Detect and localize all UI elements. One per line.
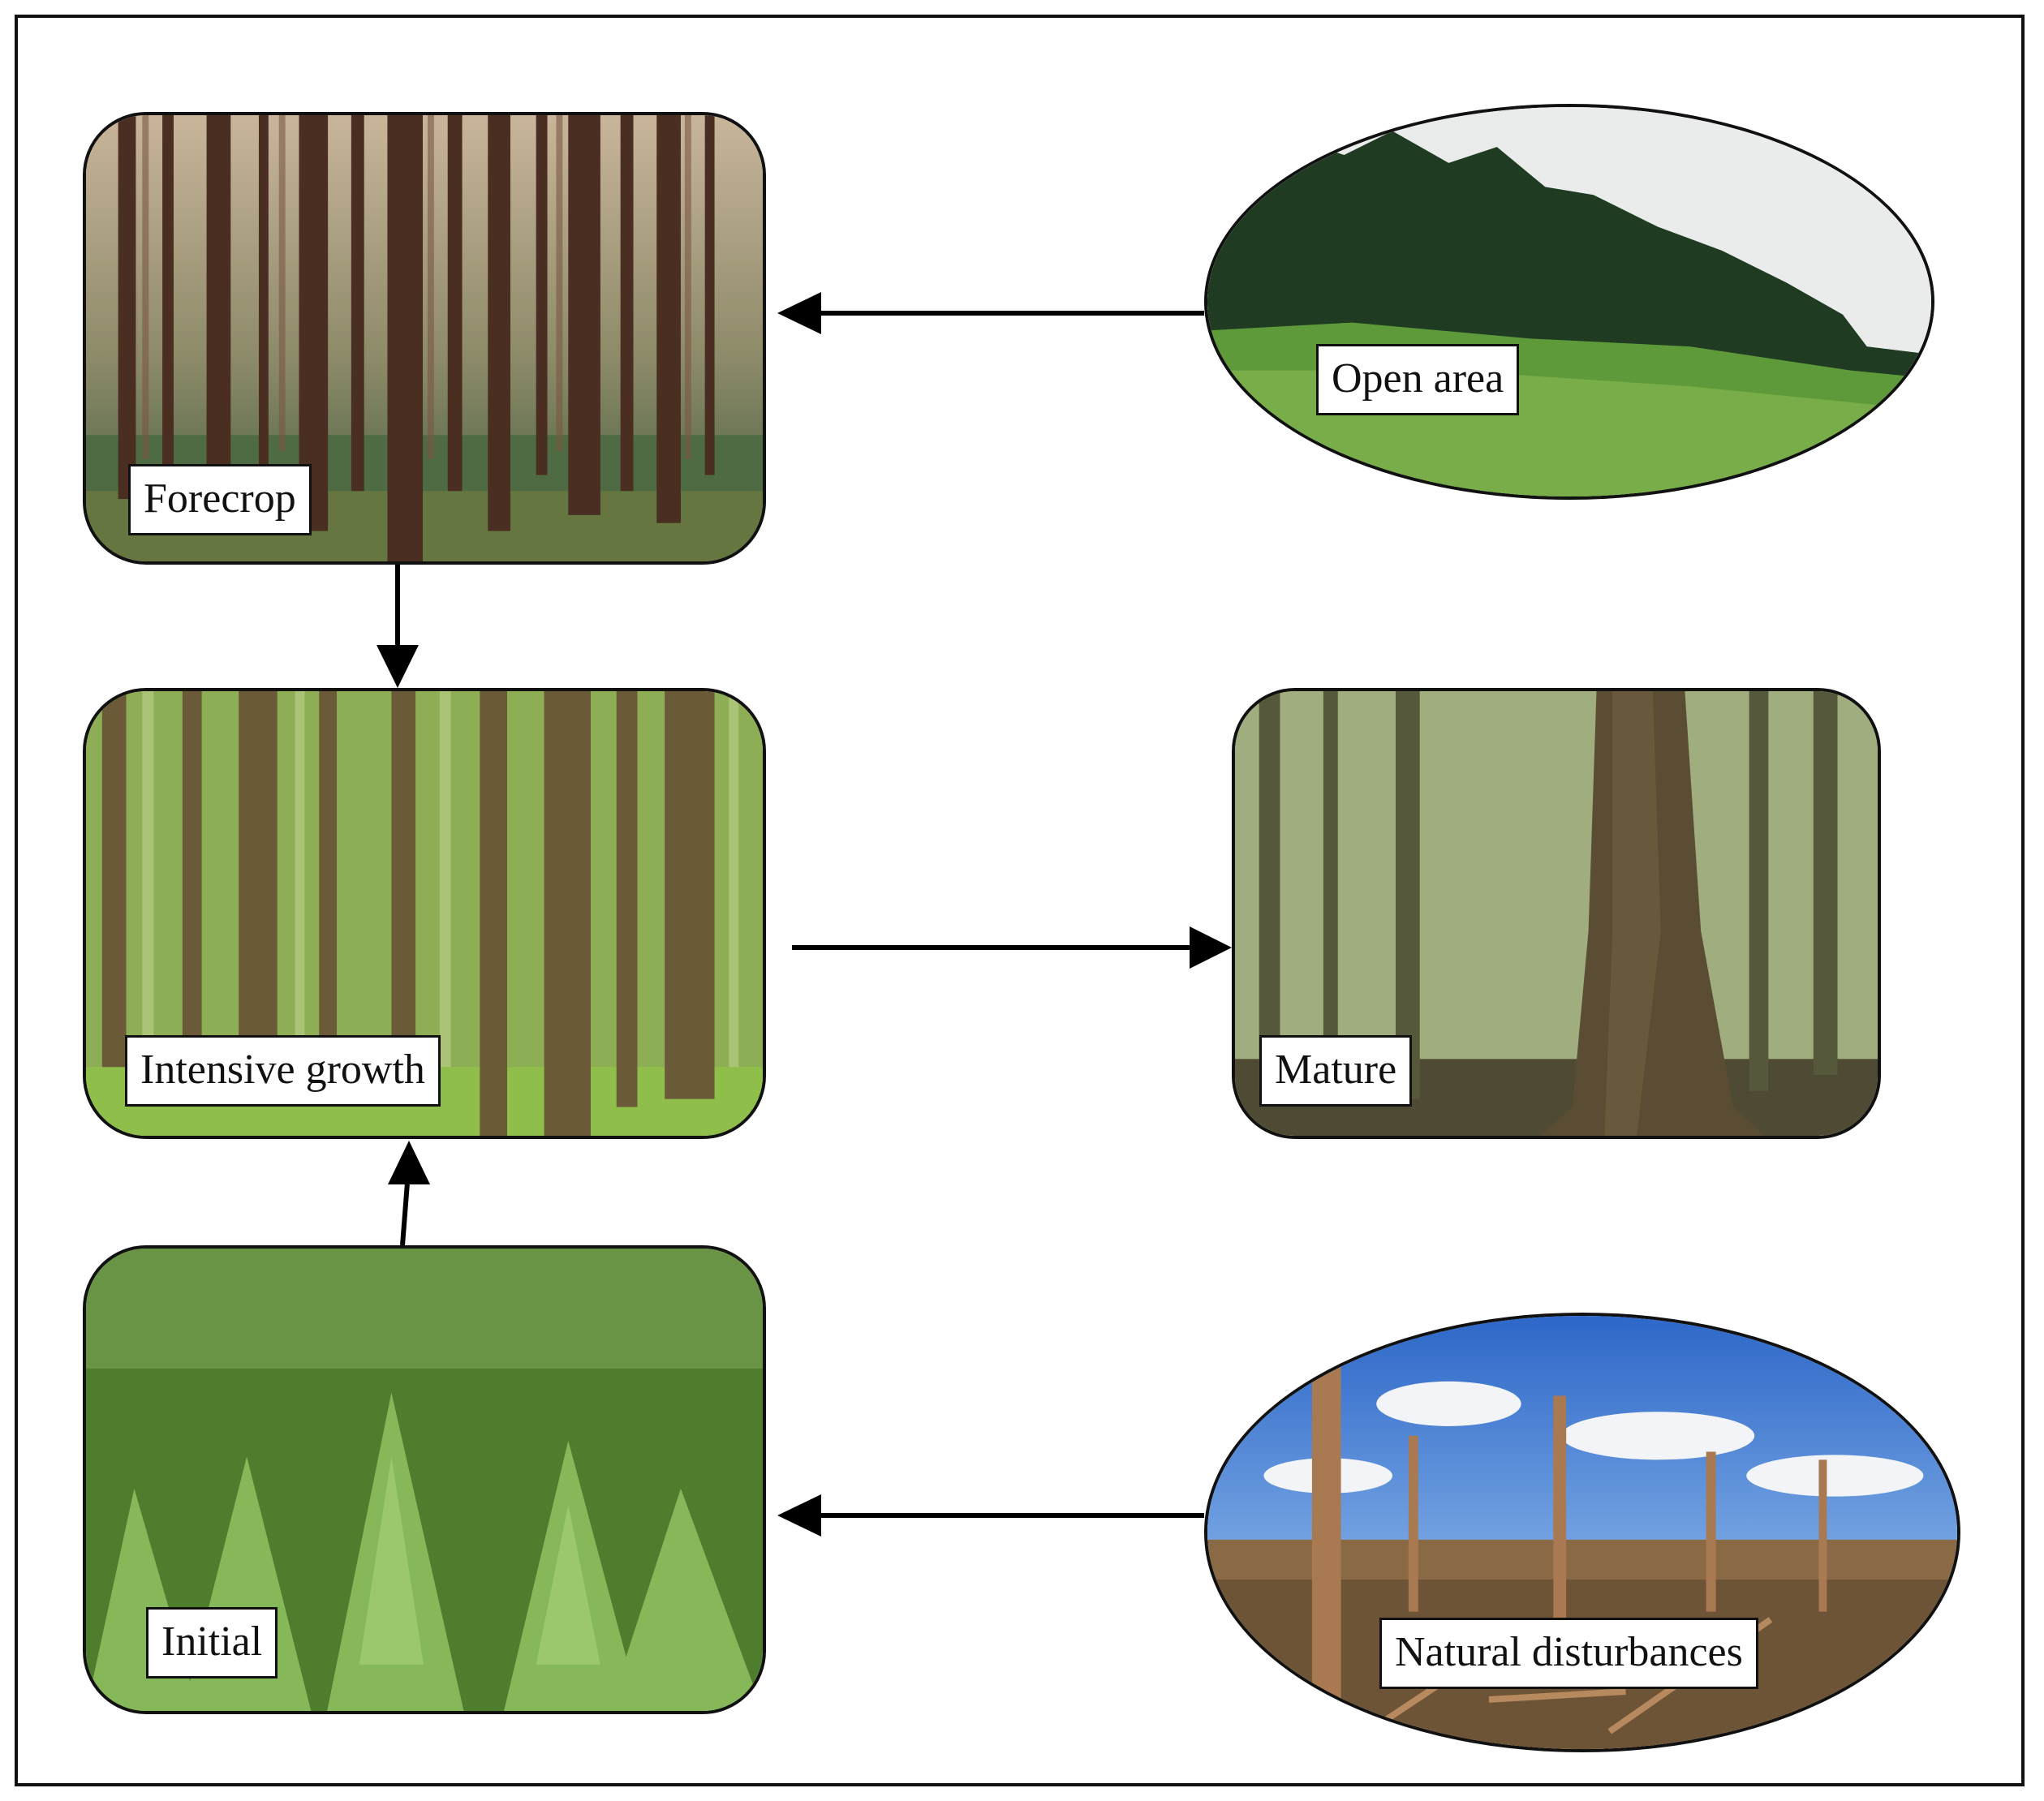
initial-label: Initial bbox=[146, 1607, 278, 1678]
node-open-area: Open area bbox=[1204, 104, 1934, 500]
node-forecrop: Forecrop bbox=[83, 112, 766, 565]
node-intensive-growth: Intensive growth bbox=[83, 688, 766, 1139]
node-initial: Initial bbox=[83, 1245, 766, 1714]
open-area-photo bbox=[1207, 107, 1931, 496]
open-area-label: Open area bbox=[1316, 344, 1520, 415]
node-natural-disturbances: Natural disturbances bbox=[1204, 1313, 1960, 1752]
natural-disturbances-label: Natural disturbances bbox=[1379, 1618, 1758, 1689]
mature-label: Mature bbox=[1259, 1035, 1413, 1107]
forecrop-label: Forecrop bbox=[128, 464, 312, 535]
node-mature: Mature bbox=[1232, 688, 1881, 1139]
intensive-growth-label: Intensive growth bbox=[125, 1035, 441, 1107]
diagram-frame bbox=[15, 15, 2025, 1786]
